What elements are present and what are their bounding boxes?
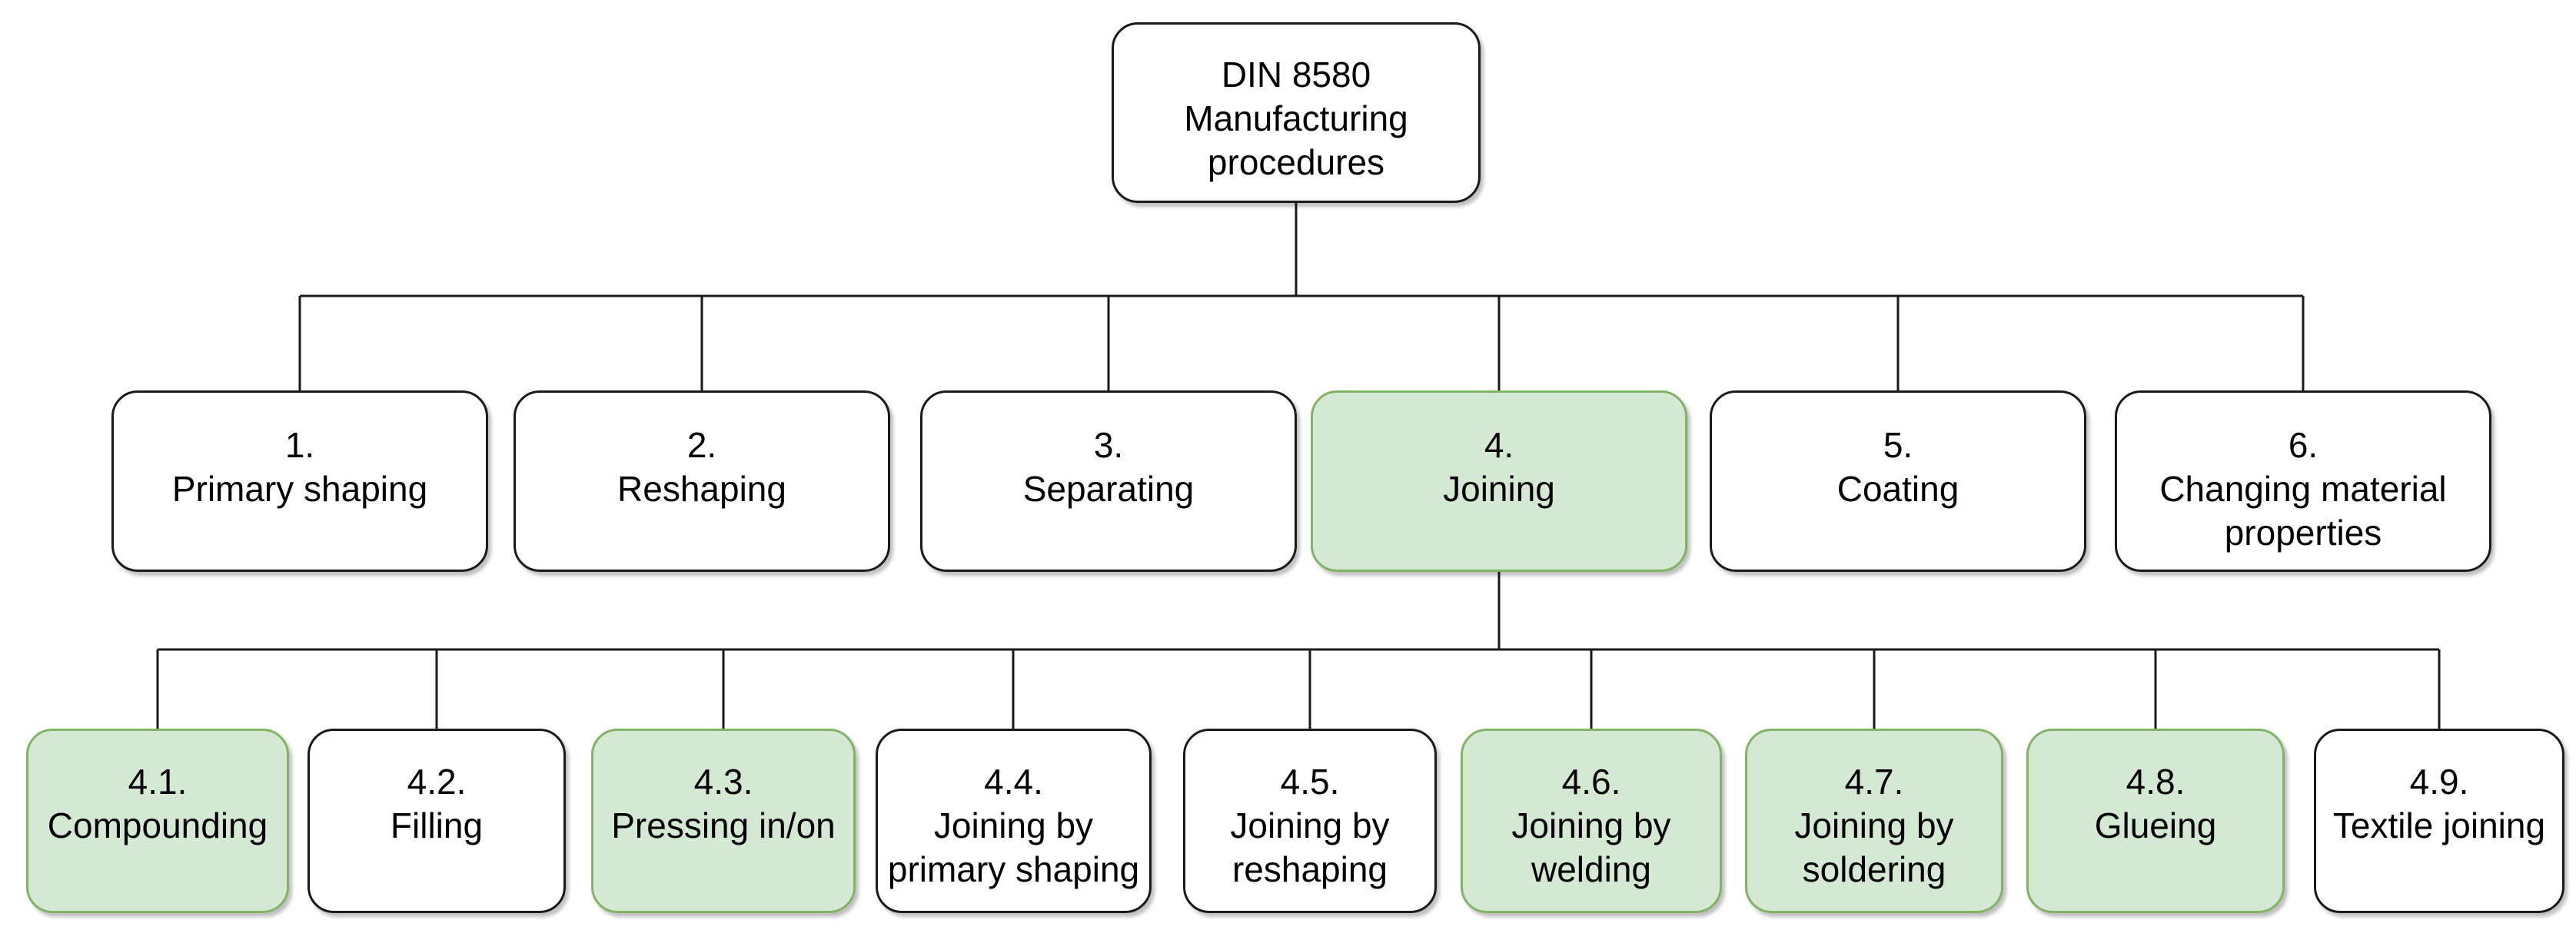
node-label: Joining by welding — [1511, 805, 1671, 889]
node-4-joining: 4. Joining — [1311, 390, 1687, 572]
node-5-coating: 5. Coating — [1710, 390, 2086, 572]
node-number: 4.9. — [2409, 762, 2469, 802]
node-label: Compounding — [47, 805, 268, 845]
node-4-6-joining-by-welding: 4.6. Joining by welding — [1461, 729, 1722, 913]
node-4-7-joining-by-soldering: 4.7. Joining by soldering — [1745, 729, 2003, 913]
node-4-5-joining-by-reshaping: 4.5. Joining by reshaping — [1183, 729, 1437, 913]
node-number: 3. — [1093, 425, 1124, 465]
node-number: 4.5. — [1280, 762, 1340, 802]
node-number: 4. — [1484, 425, 1514, 465]
node-4-3-pressing-in-on: 4.3. Pressing in/on — [591, 729, 856, 913]
node-4-8-glueing: 4.8. Glueing — [2026, 729, 2285, 913]
node-label: Textile joining — [2332, 805, 2546, 845]
node-number: 4.4. — [984, 762, 1043, 802]
node-4-2-filling: 4.2. Filling — [307, 729, 566, 913]
node-label: Primary shaping — [171, 469, 428, 509]
node-label: Separating — [1022, 469, 1195, 509]
node-2-reshaping: 2. Reshaping — [514, 390, 890, 572]
node-number: 5. — [1883, 425, 1913, 465]
node-root-din-8580: DIN 8580 Manufacturing procedures — [1112, 22, 1481, 203]
node-4-9-textile-joining: 4.9. Textile joining — [2314, 729, 2564, 913]
node-number: 4.7. — [1844, 762, 1904, 802]
node-3-separating: 3. Separating — [920, 390, 1297, 572]
node-label: DIN 8580 Manufacturing procedures — [1184, 55, 1408, 182]
node-label: Joining by reshaping — [1230, 805, 1390, 889]
node-label: Joining — [1443, 469, 1555, 509]
node-number: 4.2. — [407, 762, 467, 802]
node-label: Glueing — [2094, 805, 2217, 845]
node-number: 4.3. — [693, 762, 753, 802]
node-label: Coating — [1836, 469, 1959, 509]
node-4-1-compounding: 4.1. Compounding — [26, 729, 289, 913]
node-number: 6. — [2288, 425, 2318, 465]
node-1-primary-shaping: 1. Primary shaping — [111, 390, 488, 572]
node-number: 4.8. — [2126, 762, 2185, 802]
node-number: 4.1. — [128, 762, 188, 802]
node-6-changing-material-properties: 6. Changing material properties — [2115, 390, 2491, 572]
node-label: Filling — [390, 805, 484, 845]
node-number: 2. — [686, 425, 717, 465]
node-label: Reshaping — [617, 469, 786, 509]
node-label: Joining by primary shaping — [887, 805, 1140, 889]
node-label: Joining by soldering — [1794, 805, 1954, 889]
node-label: Pressing in/on — [611, 805, 836, 845]
node-number: 1. — [284, 425, 315, 465]
node-label: Changing material properties — [2159, 469, 2447, 553]
node-4-4-joining-by-primary-shaping: 4.4. Joining by primary shaping — [876, 729, 1152, 913]
node-number: 4.6. — [1561, 762, 1621, 802]
